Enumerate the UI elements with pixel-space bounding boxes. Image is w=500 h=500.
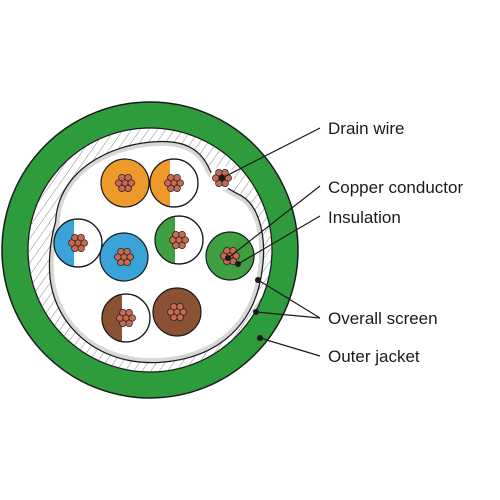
copper-strand xyxy=(223,246,231,255)
leader-drain-wire xyxy=(221,127,321,179)
copper-strand xyxy=(115,179,123,187)
label-overall-screen: Overall screen xyxy=(328,309,438,328)
copper-strand xyxy=(124,173,132,182)
copper-strand xyxy=(170,313,178,322)
copper-strand xyxy=(117,258,125,267)
copper-strand xyxy=(71,233,79,242)
copper-strand xyxy=(170,302,178,311)
wire-copper-conductor xyxy=(164,173,184,193)
copper-strand xyxy=(167,184,175,193)
leader-copper-conductor xyxy=(227,185,321,259)
leader-dot-copper-conductor xyxy=(225,255,231,261)
copper-strand xyxy=(232,252,240,260)
copper-strand xyxy=(124,184,132,193)
copper-strand xyxy=(176,313,184,322)
copper-strand xyxy=(164,179,172,187)
label-drain-wire: Drain wire xyxy=(328,119,405,138)
wire-copper-conductor xyxy=(116,308,136,328)
leader-dot-insulation xyxy=(235,261,241,267)
copper-strand xyxy=(80,239,88,247)
wire-green-white xyxy=(154,215,204,265)
copper-strand xyxy=(215,168,223,177)
leader-insulation xyxy=(237,215,321,265)
wire-outline xyxy=(101,293,151,343)
leader-dot-outer-jacket xyxy=(257,335,263,341)
copper-strand xyxy=(114,253,122,261)
label-copper-conductor: Copper conductor xyxy=(328,178,463,197)
copper-strand xyxy=(119,308,127,317)
leader-overall-screen-b xyxy=(255,311,321,319)
copper-strand xyxy=(167,308,175,316)
copper-strand xyxy=(215,179,223,188)
copper-strand xyxy=(68,239,76,247)
wire-blue-white xyxy=(53,218,103,268)
wire-stripe xyxy=(150,159,170,207)
copper-strand xyxy=(119,319,127,328)
copper-strand xyxy=(128,314,136,322)
wire-outline xyxy=(53,218,103,268)
wire-outline xyxy=(154,215,204,265)
copper-strand xyxy=(181,236,189,244)
copper-strand xyxy=(123,247,131,256)
wire-copper-conductor xyxy=(169,230,189,250)
copper-strand xyxy=(173,173,181,182)
copper-strand xyxy=(118,184,126,193)
copper-strand xyxy=(123,258,131,267)
copper-strand xyxy=(172,230,180,239)
copper-strand xyxy=(179,308,187,316)
wire-stripe xyxy=(102,294,122,342)
wire-brown-white xyxy=(101,293,151,343)
leader-dot-drain-wire xyxy=(219,175,225,181)
copper-strand xyxy=(77,244,85,253)
copper-strand xyxy=(176,179,184,187)
wire-brown-solid xyxy=(152,287,202,337)
leader-overall-screen-a xyxy=(257,279,321,319)
copper-strand xyxy=(77,233,85,242)
label-outer-jacket: Outer jacket xyxy=(328,347,420,366)
leader-dot-overall-screen-b xyxy=(253,309,259,315)
wire-blue-solid xyxy=(99,232,149,282)
wire-copper-conductor xyxy=(114,247,134,267)
copper-strand xyxy=(176,302,184,311)
copper-strand xyxy=(125,308,133,317)
copper-strand xyxy=(221,179,229,188)
copper-strand xyxy=(125,319,133,328)
wire-copper-conductor xyxy=(68,233,88,253)
copper-strand xyxy=(178,241,186,250)
copper-strand xyxy=(71,244,79,253)
leader-lines xyxy=(219,127,321,357)
copper-strand xyxy=(116,314,124,322)
wire-stripe xyxy=(155,216,175,264)
copper-strand xyxy=(169,236,177,244)
label-insulation: Insulation xyxy=(328,208,401,227)
wire-copper-conductor xyxy=(167,302,187,322)
copper-strand xyxy=(118,173,126,182)
wire-stripe xyxy=(54,219,74,267)
copper-strand xyxy=(173,184,181,193)
leader-outer-jacket xyxy=(259,337,321,357)
copper-strand xyxy=(126,253,134,261)
copper-strand xyxy=(117,247,125,256)
copper-strand xyxy=(167,173,175,182)
leader-dot-overall-screen-a xyxy=(255,277,261,283)
wire-outline xyxy=(149,158,199,208)
wire-orange-solid xyxy=(100,158,150,208)
copper-strand xyxy=(178,230,186,239)
wire-orange-white xyxy=(149,158,199,208)
copper-strand xyxy=(127,179,135,187)
wire-copper-conductor xyxy=(115,173,135,193)
copper-strand xyxy=(172,241,180,250)
